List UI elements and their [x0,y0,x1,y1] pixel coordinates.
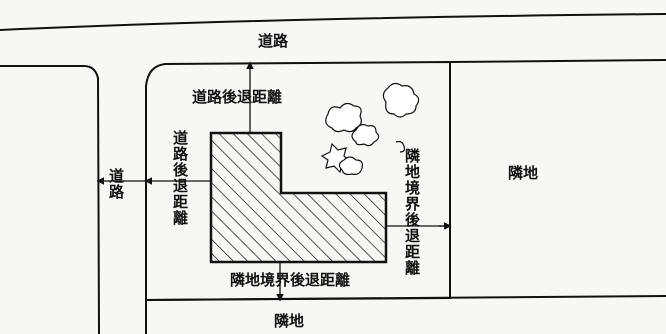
setback-road-left-label: 道路後退距離 [171,130,189,226]
neighbor-right-line [449,59,666,63]
road-top-lower-edge [0,65,100,334]
setback-neighbor-bottom-label: 隣地境界後退距離 [230,271,351,289]
road-top-label: 道路 [258,32,289,50]
setback-road-top-label: 道路後退距離 [192,88,283,106]
neighbor-bottom-line [145,295,666,301]
tree-cluster-icon [320,82,420,176]
road-top-upper-edge [0,13,666,31]
neighbor-right-label: 隣地 [508,164,539,182]
road-left-label: 道路 [107,168,125,200]
neighbor-bottom-label: 隣地 [274,312,305,330]
setback-neighbor-right-label: 隣地境界後退距離 [403,148,421,276]
setback-arrows [96,61,452,302]
building-footprint [209,131,388,264]
lot-boundary [145,60,451,334]
